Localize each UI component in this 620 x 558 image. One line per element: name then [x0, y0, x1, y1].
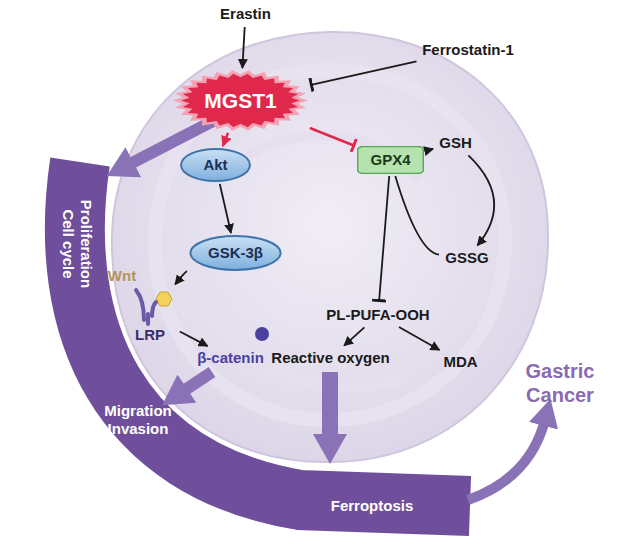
band-label: Ferroptosis [331, 497, 414, 515]
ferroptosis-arrow [322, 372, 338, 440]
band-label: Proliferation Cell cycle [59, 184, 95, 304]
drug-label: Erastin [215, 3, 276, 25]
protein-label: β-catenin [193, 347, 268, 369]
label-text: Migration Invasion [104, 402, 172, 437]
arrow-connector [395, 176, 439, 255]
node-text: Erastin [219, 5, 272, 23]
migration-arrow [182, 372, 212, 392]
label-text: Ferroptosis [331, 497, 414, 514]
inhibition-connector [310, 128, 355, 146]
kinase-ellipse: GSK-3β [189, 235, 282, 271]
node-text: GPX4 [369, 151, 412, 169]
wnt-ligand [156, 292, 172, 306]
node-text: MDA [442, 353, 479, 371]
receptor-node: LRP [122, 286, 178, 346]
node-text: GSK-3β [207, 244, 264, 262]
arrow-connector [242, 27, 244, 68]
arrow-connector [175, 271, 187, 284]
metabolite-label: GSH [435, 132, 476, 154]
rect-outline [358, 147, 424, 174]
ellipse-outline [181, 149, 250, 181]
enzyme-box: GPX4 [357, 146, 424, 174]
node-text: GSH [438, 134, 473, 152]
arrow-connector [468, 155, 494, 245]
outcome-band [75, 162, 470, 506]
cell-inner-ring [155, 70, 505, 420]
starburst-node: MGST1 [173, 70, 308, 131]
ligand-label: Wnt [108, 267, 136, 285]
node-text: Reactive oxygen [270, 349, 391, 367]
arrow-connector [220, 184, 231, 233]
arrow-connector [399, 327, 440, 350]
outcome-label: Gastric Cancer [510, 359, 610, 407]
label-text: Wnt [108, 267, 136, 284]
arrow-connector [344, 327, 364, 345]
ellipse-outline [190, 236, 280, 270]
label-text: Proliferation Cell cycle [60, 200, 95, 288]
node-text: PL-PUFA-OOH [325, 306, 431, 324]
metabolite-label: GSSG [441, 247, 493, 269]
node-text: LRP [126, 326, 174, 344]
ros-label: Reactive oxygen [266, 347, 395, 369]
arrow-connector [223, 133, 228, 146]
starburst-body [181, 74, 300, 127]
receptor-strand [152, 302, 156, 316]
inhibitor-label: Ferrostatin-1 [417, 39, 519, 61]
cell-outline [112, 32, 548, 462]
receptor-strand [136, 290, 144, 320]
inhibition-connector [379, 176, 389, 302]
lipid-label: PL-PUFA-OOH [321, 304, 435, 326]
beta-catenin-dot [255, 327, 269, 341]
label-text: Gastric Cancer [526, 360, 595, 406]
starburst-halo [173, 70, 308, 131]
node-text: β-catenin [196, 349, 265, 367]
node-text: Ferrostatin-1 [421, 41, 515, 59]
receptor-strand [146, 314, 150, 324]
node-text: GSSG [444, 249, 490, 267]
band-label: Migration Invasion [83, 402, 193, 438]
arrow-connector [426, 149, 433, 151]
kinase-ellipse: Akt [180, 148, 251, 182]
inhibition-connector [310, 61, 417, 85]
arrow-connector [180, 332, 208, 347]
gastric-cancer-arrow [468, 420, 545, 500]
node-text: Akt [202, 156, 229, 174]
node-text: MGST1 [203, 88, 278, 113]
metabolite-label: MDA [439, 351, 482, 373]
